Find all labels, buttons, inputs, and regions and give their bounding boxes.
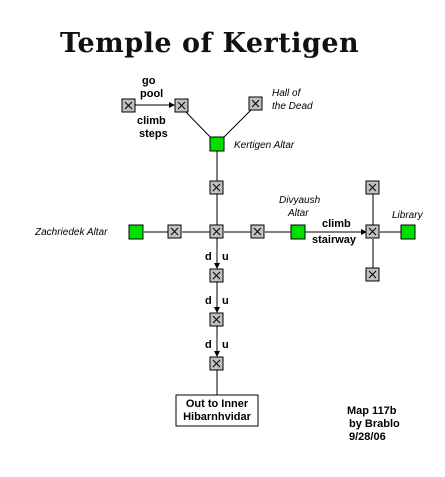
divyaush-altar-room [290, 224, 306, 240]
label-u-2: u [222, 295, 229, 307]
label-d-2: d [205, 295, 212, 307]
room-3 [248, 96, 263, 111]
label-climb-steps-2: steps [139, 128, 168, 140]
label-divyaush-2: Altar [287, 208, 309, 219]
label-pool: pool [140, 88, 163, 100]
label-hall-2: the Dead [272, 101, 313, 112]
room-1 [121, 98, 136, 113]
room-8 [365, 180, 380, 195]
label-zachriedek-altar: Zachriedek Altar [34, 227, 108, 238]
exit-label-2: Hibarnhvidar [183, 411, 252, 423]
label-go: go [142, 75, 156, 87]
room-4 [209, 180, 224, 195]
room-11 [209, 268, 224, 283]
room-10 [365, 267, 380, 282]
kertigen-altar-room [209, 136, 225, 152]
exit-box [175, 394, 259, 427]
room-12 [209, 312, 224, 327]
label-library: Library [392, 210, 424, 221]
exit-label-1: Out to Inner [186, 398, 249, 410]
credit-author: by Brablo [349, 418, 400, 430]
zachriedek-altar-room [128, 224, 144, 240]
arrows [131, 102, 367, 357]
credit-date: 9/28/06 [349, 431, 386, 443]
label-divyaush-1: Divyaush [279, 195, 321, 206]
room-6 [209, 224, 224, 239]
room-9 [365, 224, 380, 239]
label-kertigen-altar: Kertigen Altar [234, 140, 295, 151]
map-title: Temple of Kertigen [60, 28, 359, 59]
label-hall-1: Hall of [272, 88, 302, 99]
label-climb-stairway-1: climb [322, 218, 351, 230]
room-5 [167, 224, 182, 239]
room-7 [250, 224, 265, 239]
label-u-3: u [222, 339, 229, 351]
label-climb-stairway-2: stairway [312, 234, 357, 246]
label-climb-steps-1: climb [137, 115, 166, 127]
label-u-1: u [222, 251, 229, 263]
label-d-3: d [205, 339, 212, 351]
label-d-1: d [205, 251, 212, 263]
room-2 [174, 98, 189, 113]
room-13 [209, 356, 224, 371]
credit-map: Map 117b [347, 405, 397, 417]
library-room [400, 224, 416, 240]
